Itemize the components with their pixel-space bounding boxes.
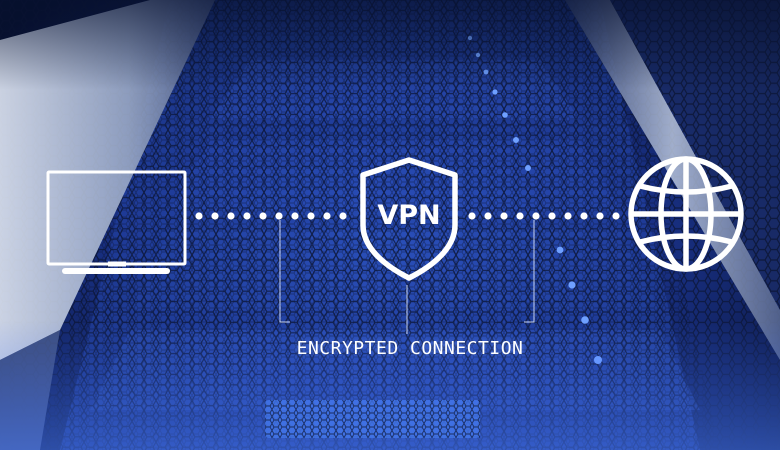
dotted-link-left [195,212,347,220]
globe-icon [628,156,744,272]
vpn-label: VPN [377,200,440,231]
dotted-link-right [468,212,620,220]
computer-monitor-icon [46,170,187,274]
caption-leader-lines [279,220,535,334]
encrypted-connection-caption: ENCRYPTED CONNECTION [296,338,524,359]
shield-icon: VPN [360,157,458,281]
